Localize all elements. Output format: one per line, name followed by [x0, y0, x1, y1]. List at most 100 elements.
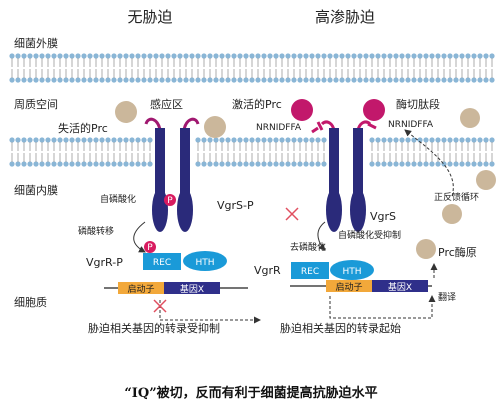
outer-membrane-lipid-head	[435, 77, 441, 83]
outer-membrane-lipid-head	[381, 53, 387, 59]
outer-membrane-lipid-head	[267, 53, 273, 59]
inner-membrane-lipid-head	[261, 161, 267, 167]
outer-membrane-lipid-head	[393, 77, 399, 83]
inner-membrane-lipid-head	[39, 161, 45, 167]
inner-membrane-lipid-head	[435, 137, 441, 143]
inner-membrane-lipid-head	[417, 137, 423, 143]
outer-membrane-lipid-head	[123, 77, 129, 83]
outer-membrane-lipid-head	[351, 77, 357, 83]
inner-membrane-lipid-head	[399, 137, 405, 143]
inner-membrane-lipid-head	[213, 161, 219, 167]
outer-membrane-lipid-head	[81, 53, 87, 59]
outer-membrane-lipid-head	[147, 53, 153, 59]
outer-membrane-lipid-head	[165, 77, 171, 83]
outer-membrane-lipid-head	[135, 77, 141, 83]
outer-membrane-lipid-head	[465, 77, 471, 83]
outer-membrane-lipid-head	[27, 53, 33, 59]
outer-membrane-lipid-head	[417, 53, 423, 59]
inner-membrane-lipid-head	[225, 137, 231, 143]
inner-membrane-lipid-head	[63, 137, 69, 143]
outer-membrane-lipid-head	[129, 77, 135, 83]
outer-membrane-lipid-head	[315, 77, 321, 83]
outer-membrane-lipid-head	[237, 77, 243, 83]
outer-membrane-lipid-head	[183, 53, 189, 59]
inner-membrane-lipid-head	[273, 161, 279, 167]
hth-domain-right	[330, 260, 374, 280]
inner-membrane-lipid-head	[105, 137, 111, 143]
outer-membrane-lipid-head	[207, 53, 213, 59]
inner-membrane-lipid-head	[387, 137, 393, 143]
phosphate-receptor-label: P	[167, 196, 173, 206]
outer-membrane-lipid-head	[69, 77, 75, 83]
promoter-label-left: 启动子	[127, 283, 154, 295]
outer-membrane-lipid-head	[375, 77, 381, 83]
outer-membrane-lipid-head	[285, 77, 291, 83]
inner-membrane-lipid-head	[249, 137, 255, 143]
outer-membrane-lipid-head	[411, 53, 417, 59]
vgrs-kinase-right	[177, 188, 193, 232]
outer-membrane-lipid-head	[399, 53, 405, 59]
outer-membrane-lipid-head	[51, 53, 57, 59]
inner-membrane-lipid-head	[231, 137, 237, 143]
inner-membrane-lipid-head	[27, 137, 33, 143]
inner-membrane-lipid-head	[69, 137, 75, 143]
outer-membrane-lipid-head	[291, 53, 297, 59]
inner-membrane-lipid-head	[261, 137, 267, 143]
inner-membrane-lipid-head	[87, 137, 93, 143]
outer-membrane-lipid-head	[63, 77, 69, 83]
outer-membrane-lipid-head	[39, 77, 45, 83]
inner-membrane-lipid-head	[141, 161, 147, 167]
outer-membrane-lipid-head	[153, 77, 159, 83]
active-prc-label: 激活的Prc	[232, 97, 282, 111]
inner-membrane-lipid-head	[447, 137, 453, 143]
inner-membrane-lipid-head	[93, 161, 99, 167]
inner-membrane-lipid-head	[255, 161, 261, 167]
inner-membrane-lipid-head	[465, 161, 471, 167]
inner-membrane-lipid-head	[219, 161, 225, 167]
phosphate-vgrr-label: P	[147, 243, 153, 253]
inner-membrane-lipid-head	[51, 137, 57, 143]
inner-membrane-lipid-head	[87, 161, 93, 167]
outer-membrane-lipid-head	[321, 77, 327, 83]
outer-membrane-lipid-head	[195, 53, 201, 59]
outer-membrane-lipid-head	[213, 53, 219, 59]
inner-membrane-lipid-head	[477, 161, 483, 167]
inner-membrane-lipid-head	[117, 137, 123, 143]
outer-membrane-lipid-head	[189, 53, 195, 59]
outer-membrane-lipid-head	[267, 77, 273, 83]
inner-membrane-label: 细菌内膜	[14, 183, 58, 197]
vgrr-label: VgrR	[254, 264, 281, 277]
figure-caption: “IQ”被切，反而有利于细菌提高抗胁迫水平	[124, 386, 378, 401]
inner-membrane-lipid-head	[279, 161, 285, 167]
vgrs-right-arm-1	[329, 128, 339, 198]
outer-membrane-lipid-head	[393, 53, 399, 59]
inhibit-x-right	[285, 207, 299, 221]
dephos-arrow	[317, 221, 326, 251]
peptide-seq-right-label: NRNIDFFA	[388, 120, 434, 130]
outer-membrane-lipid-head	[483, 77, 489, 83]
outer-membrane-lipid-head	[303, 77, 309, 83]
outer-membrane-lipid-head	[279, 53, 285, 59]
outer-membrane-lipid-head	[363, 53, 369, 59]
hth-domain-left	[183, 251, 227, 271]
outer-membrane-lipid-head	[297, 53, 303, 59]
inner-membrane-lipid-head	[297, 137, 303, 143]
inner-membrane-lipid-head	[297, 161, 303, 167]
outer-membrane-lipid-head	[429, 77, 435, 83]
outer-membrane-lipid-head	[303, 53, 309, 59]
inner-membrane-lipid-head	[405, 161, 411, 167]
inner-membrane-lipid-head	[123, 161, 129, 167]
promoter-box-left	[118, 282, 164, 294]
inner-membrane-lipid-head	[303, 137, 309, 143]
rec-label-right: REC	[301, 267, 319, 277]
outer-membrane-lipid-head	[309, 53, 315, 59]
inner-membrane-lipid-head	[459, 137, 465, 143]
inner-membrane-lipid-head	[375, 137, 381, 143]
outer-membrane-lipid-head	[441, 53, 447, 59]
outer-membrane-lipid-head	[345, 53, 351, 59]
inner-membrane-lipid-head	[285, 137, 291, 143]
sensor-loop-right	[182, 117, 200, 131]
left-result-label: 胁迫相关基因的转录受抑制	[88, 321, 220, 335]
cleaved-fragment-2	[311, 126, 319, 134]
